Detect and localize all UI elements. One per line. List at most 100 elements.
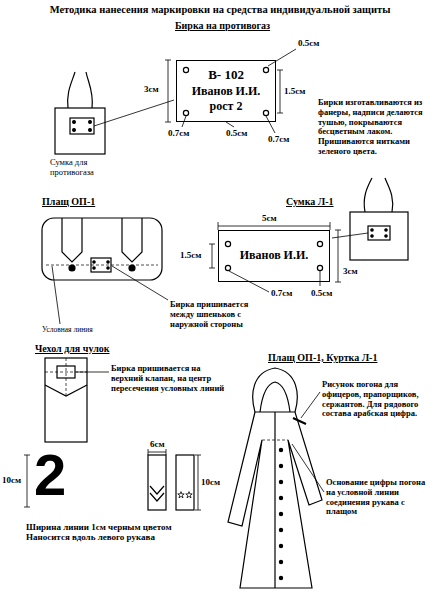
drawing-stroke: [330, 222, 331, 230]
note: Бирка пришивается между шпеньков с наруж…: [170, 300, 266, 329]
drawing-stroke: [150, 486, 164, 494]
drawing-stroke: [371, 235, 373, 237]
drawing-stroke: [166, 449, 167, 455]
tag-holes: [183, 67, 268, 115]
stocking-case: [45, 358, 109, 442]
drawing-stroke: [70, 118, 94, 134]
caption: Сумка для противогаза: [50, 158, 122, 178]
dimension: 3см: [144, 84, 159, 94]
dimension: 0.7см: [168, 128, 189, 138]
drawing-stroke: [277, 113, 283, 114]
drawing-stroke: [280, 70, 281, 113]
drawing-stroke: [225, 265, 230, 270]
drawing-stroke: [198, 455, 199, 510]
gasmask-bag: [55, 72, 174, 154]
drawing-stroke: [317, 241, 322, 246]
drawing-stroke: [350, 212, 408, 260]
dimension: 6см: [150, 439, 165, 449]
section-heading: Плащ ОП-1, Куртка Л-1: [268, 352, 377, 364]
drawing-stroke: [368, 226, 390, 240]
drawing-stroke: [148, 449, 149, 455]
drawing-stroke: [228, 412, 322, 588]
drawing-stroke: [262, 440, 288, 441]
drawing-stroke: [335, 282, 341, 283]
dimension: 10см: [201, 477, 220, 487]
drawing-stroke: [209, 244, 215, 245]
drawing-stroke: [68, 72, 93, 108]
drawing-stroke: [176, 455, 194, 510]
drawing-stroke: [93, 261, 95, 263]
tag-text: В- 102: [208, 67, 244, 84]
drawing-stroke: [183, 67, 188, 72]
drawing-stroke: [279, 496, 282, 499]
drawing-stroke: [274, 412, 275, 588]
drawing-stroke: [263, 67, 268, 72]
drawing-stroke: [62, 218, 142, 262]
dimension: 3см: [343, 266, 358, 276]
drawing-stroke: [42, 218, 162, 280]
dimension: 5см: [262, 213, 277, 223]
drawing-stroke: [279, 560, 282, 563]
drawing-stroke: [320, 271, 321, 286]
tag-text: Иванов И.И.: [240, 248, 309, 264]
drawing-stroke: [317, 265, 322, 270]
drawing-stroke: [69, 265, 75, 271]
drawing-stroke: [165, 122, 171, 123]
note: Основание цифры погона на условной линии…: [326, 478, 436, 517]
cloak-roll: [42, 218, 168, 324]
drawing-stroke: [279, 512, 282, 515]
dimension: 0.7см: [271, 288, 292, 298]
bag-l1: [332, 178, 408, 260]
shoulder-digit: 2: [34, 446, 66, 504]
drawing-stroke: [46, 265, 158, 266]
drawing-stroke: [186, 492, 192, 498]
section-heading: Чехол для чулок: [35, 343, 110, 355]
drawing-stroke: [338, 230, 339, 282]
dimension: 1.5см: [180, 250, 201, 260]
drawing-stroke: [279, 528, 282, 531]
drawing-stroke: [73, 121, 76, 124]
drawing-stroke: [107, 267, 109, 269]
drawing-stroke: [89, 121, 92, 124]
drawing-stroke: [268, 49, 296, 66]
note: Бирки изготавливаются из фанеры, надписи…: [318, 98, 434, 157]
drawing-stroke: [253, 368, 297, 412]
drawing-stroke: [55, 108, 105, 154]
drawing-stroke: [225, 241, 230, 246]
shoulder-boards: [148, 455, 194, 510]
drawing-stroke: [73, 129, 76, 132]
drawing-stroke: [292, 444, 324, 492]
drawing-stroke: [263, 110, 268, 115]
drawing-stroke: [129, 265, 135, 271]
drawing-stroke: [76, 372, 109, 373]
drawing-stroke: [148, 455, 166, 510]
tag-box: В- 102Иванов И.И.рост 2: [176, 60, 276, 122]
drawing-stroke: [24, 455, 30, 456]
drawing-stroke: [279, 576, 282, 579]
drawing-stroke: [183, 110, 188, 115]
drawing-stroke: [266, 116, 275, 133]
drawing-stroke: [277, 70, 283, 71]
drawing-stroke: [168, 60, 169, 122]
lining-holes: [225, 241, 322, 270]
drawing-stroke: [94, 100, 174, 126]
drawing-stroke: [218, 226, 330, 227]
drawing-stroke: [293, 418, 306, 424]
drawing-stroke: [195, 510, 201, 511]
dimension: 1.5см: [284, 86, 305, 96]
tag-box: Иванов И.И.: [218, 230, 330, 282]
tag-text: Иванов И.И.: [192, 84, 261, 100]
drawing-stroke: [279, 448, 282, 451]
drawing-stroke: [148, 452, 166, 453]
drawing-stroke: [24, 507, 30, 508]
drawing-stroke: [260, 382, 290, 412]
drawing-stroke: [371, 229, 373, 231]
drawing-stroke: [66, 358, 67, 396]
drawing-stroke: [52, 266, 60, 324]
section-heading: Сумка Л-1: [286, 196, 334, 208]
drawing-stroke: [93, 267, 95, 269]
drawing-stroke: [209, 268, 215, 269]
dimension: 0.5см: [311, 288, 332, 298]
drawing-stroke: [279, 544, 282, 547]
caption: Условная линия: [42, 326, 93, 335]
